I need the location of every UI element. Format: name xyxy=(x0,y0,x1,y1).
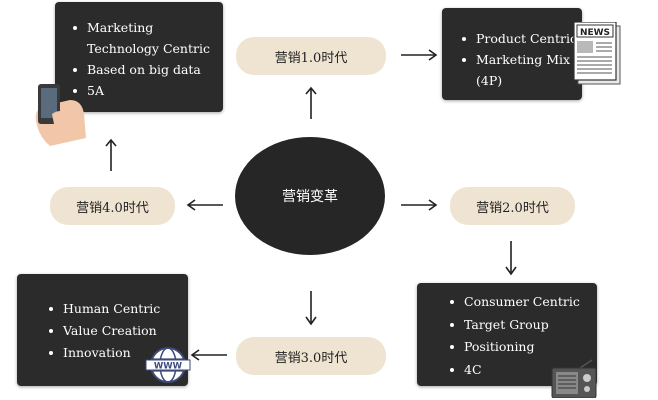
phone-hand-icon xyxy=(30,80,88,146)
news-text: NEWS xyxy=(580,28,610,38)
list-item: Marketing Technology Centric xyxy=(73,17,221,59)
list-item: Human Centric xyxy=(49,298,184,320)
list-item: Positioning xyxy=(450,336,590,359)
marketing-4-box: Marketing Technology Centric Based on bi… xyxy=(55,2,223,112)
list-item: 5A xyxy=(73,80,221,101)
arrow-down-to-box2 xyxy=(505,241,517,276)
arrow-down-to-era3 xyxy=(305,291,317,326)
arrow-up-to-box4 xyxy=(105,138,117,171)
arrow-right-to-era2 xyxy=(401,199,438,211)
list-item: Target Group xyxy=(450,314,590,337)
center-label: 营销变革 xyxy=(282,189,338,205)
era-2-pill: 营销2.0时代 xyxy=(450,187,575,225)
center-ellipse: 营销变革 xyxy=(235,137,385,255)
marketing-1-box: Product Centric Marketing Mix (4P) xyxy=(442,8,582,100)
list-item: Marketing Mix (4P) xyxy=(462,49,577,91)
list-item: 4C xyxy=(450,359,590,382)
list-item: Consumer Centric xyxy=(450,291,590,314)
list-item: Based on big data xyxy=(73,59,221,80)
list-item: Product Centric xyxy=(462,28,577,49)
list-item: Innovation xyxy=(49,342,184,364)
arrow-right-to-box1 xyxy=(401,49,438,61)
www-text: WWW xyxy=(154,362,183,372)
arrow-left-to-era4 xyxy=(186,199,223,211)
newspaper-icon: NEWS xyxy=(572,22,622,86)
list-item: Value Creation xyxy=(49,320,184,342)
radio-icon xyxy=(550,358,598,398)
era-1-pill: 营销1.0时代 xyxy=(236,37,386,75)
arrow-left-to-box3 xyxy=(190,349,227,361)
arrow-up-to-era1 xyxy=(305,86,317,119)
era-3-pill: 营销3.0时代 xyxy=(236,337,386,375)
globe-www-icon: WWW xyxy=(144,345,192,385)
era-4-pill: 营销4.0时代 xyxy=(50,187,175,225)
